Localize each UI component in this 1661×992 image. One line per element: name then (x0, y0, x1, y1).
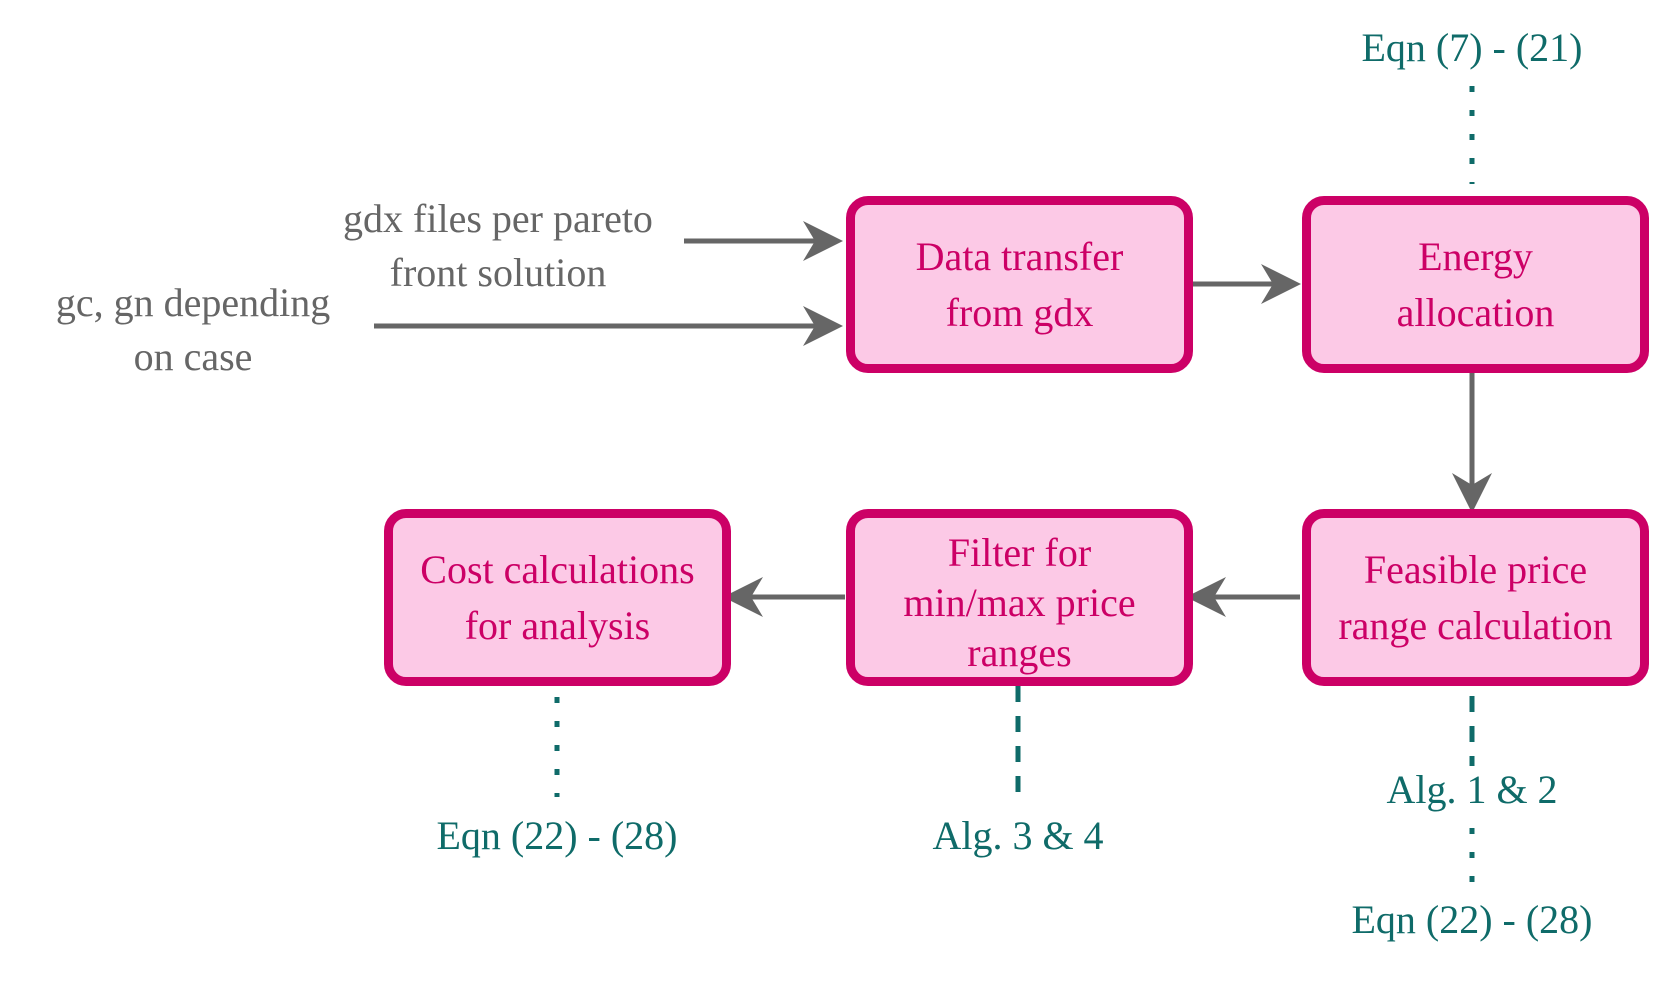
energy-allocation-line-2: allocation (1396, 289, 1555, 335)
data-transfer-line-1: Data transfer (915, 233, 1124, 279)
feasible-price-alg-reference: Alg. 1 & 2 (1386, 767, 1558, 812)
filter-line-2: min/max price (903, 579, 1136, 625)
input-gdx-files-label: gdx files per pareto front solution (318, 192, 678, 300)
cost-calc-line-2: for analysis (464, 602, 651, 648)
energy-allocation-reference: Eqn (7) - (21) (1361, 25, 1583, 70)
input-gc-gn-label: gc, gn depending on case (28, 276, 358, 384)
cost-calc-reference: Eqn (22) - (28) (436, 813, 678, 858)
data-transfer-box: Data transfer from gdx (846, 196, 1193, 373)
input-gdx-files-line-2: front solution (389, 250, 607, 295)
feasible-price-eqn-reference: Eqn (22) - (28) (1351, 897, 1593, 942)
input-gc-gn-line-2: on case (133, 334, 253, 379)
filter-line-3: ranges (967, 629, 1072, 675)
data-transfer-line-2: from gdx (945, 289, 1094, 335)
input-gdx-files-line-1: gdx files per pareto (343, 196, 653, 241)
energy-allocation-box: Energy allocation (1302, 196, 1649, 373)
feasible-price-line-1: Feasible price (1363, 546, 1588, 592)
filter-line-1: Filter for (947, 529, 1092, 575)
feasible-price-box: Feasible price range calculation (1302, 509, 1649, 686)
input-gc-gn-line-1: gc, gn depending (55, 280, 331, 325)
energy-allocation-line-1: Energy (1418, 233, 1533, 279)
feasible-price-line-2: range calculation (1338, 602, 1613, 648)
cost-calc-box: Cost calculations for analysis (384, 509, 731, 686)
filter-reference: Alg. 3 & 4 (932, 813, 1104, 858)
filter-box: Filter for min/max price ranges (846, 509, 1193, 686)
cost-calc-line-1: Cost calculations (420, 546, 695, 592)
